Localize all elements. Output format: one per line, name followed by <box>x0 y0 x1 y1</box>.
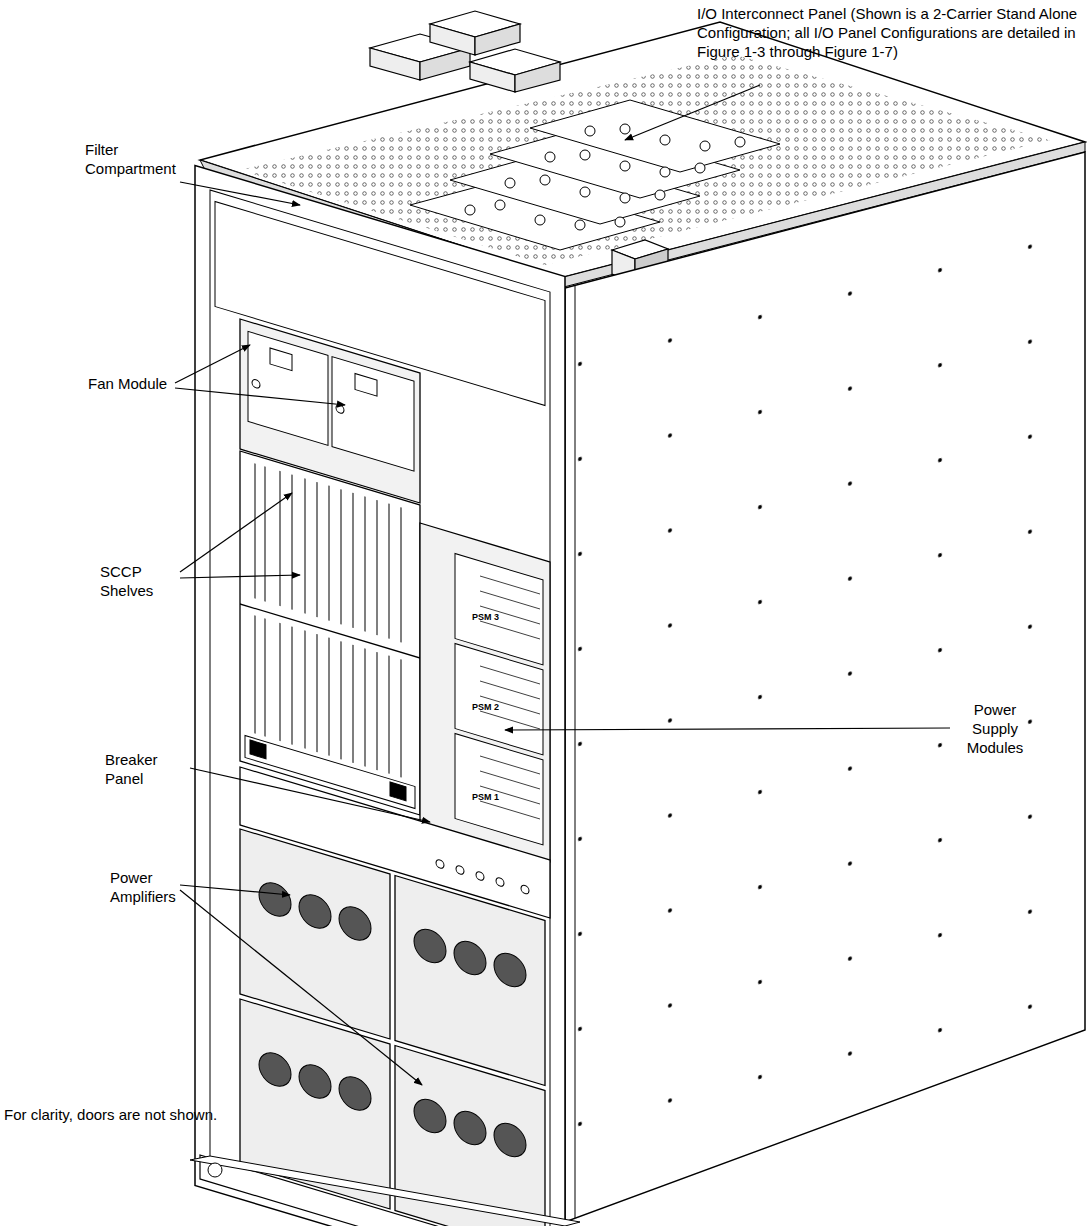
callout-label: Fan Module <box>88 374 178 393</box>
callout-label: Breaker Panel <box>105 750 190 788</box>
module-tag: PSM 3 <box>472 612 512 622</box>
callout-label: Power Amplifiers <box>110 868 180 906</box>
callout-label: Filter Compartment <box>85 140 185 178</box>
module-tag: PSM 2 <box>472 702 512 712</box>
callout-label: SCCP Shelves <box>100 562 180 600</box>
callout-label: I/O Interconnect Panel (Shown is a 2-Car… <box>697 4 1082 61</box>
module-tag: PSM 1 <box>472 792 512 802</box>
callout-label: Power Supply Modules <box>955 700 1035 757</box>
note-text: For clarity, doors are not shown. <box>4 1105 304 1124</box>
